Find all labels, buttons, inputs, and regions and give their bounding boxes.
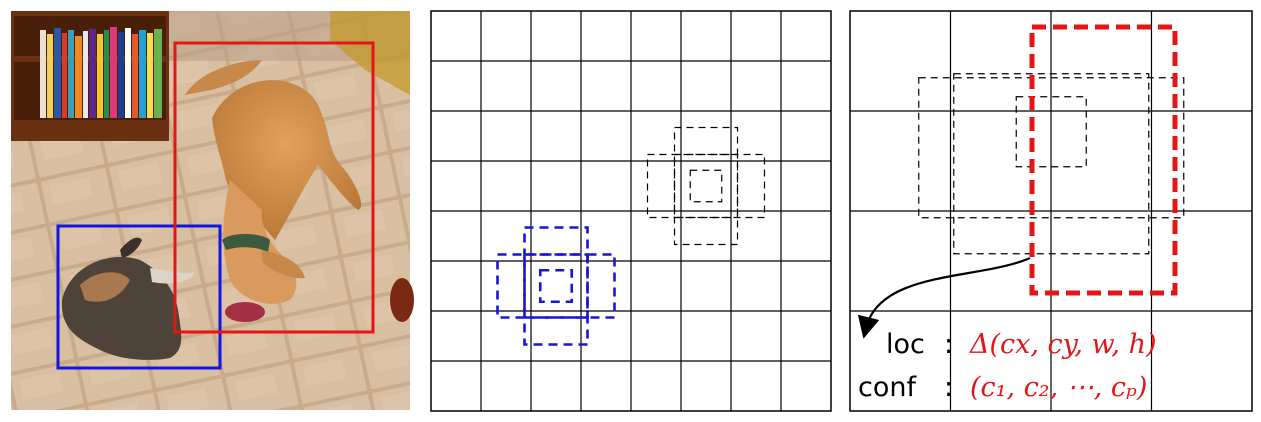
loc-label: loc (886, 329, 925, 360)
feature-map-4x4: loc : Δ(cx, cy, w, h) conf : (c₁, c₂, ⋯,… (849, 10, 1253, 412)
default-box-wide (918, 77, 1185, 219)
bookshelf (11, 11, 169, 141)
default-box-red-matched (1029, 24, 1178, 296)
grid-4x4-border (849, 10, 1253, 412)
grid-8x8-lines (431, 11, 831, 411)
photo-panel (11, 11, 414, 410)
default-box-small (1015, 96, 1087, 168)
default-box-tall (523, 226, 589, 346)
default-box-tall (673, 126, 739, 246)
default-boxes-black (646, 126, 766, 246)
default-box-small (538, 268, 574, 304)
dog (185, 60, 362, 322)
default-box-wide (496, 253, 616, 319)
dog-bounding-box (173, 41, 375, 334)
loc-value: Δ(cx, cy, w, h) (969, 329, 1157, 360)
conf-separator: : (944, 372, 953, 403)
default-box-small (689, 169, 723, 203)
loc-separator: : (944, 329, 953, 360)
default-boxes-blue-matched (496, 226, 616, 346)
conf-annotation: conf : (c₁, c₂, ⋯, cₚ) (858, 372, 1147, 403)
default-box-large (523, 253, 589, 319)
default-box-wide (646, 153, 766, 219)
furniture-leg (390, 278, 414, 322)
conf-label: conf (858, 372, 917, 403)
default-box-large (673, 153, 739, 219)
feature-map-8x8 (430, 10, 832, 412)
prediction-arrow (857, 256, 1031, 339)
cat (61, 237, 195, 360)
default-box-large (953, 73, 1150, 255)
default-boxes-black-large (918, 73, 1185, 255)
grid-8x8-border (430, 10, 832, 412)
conf-value: (c₁, c₂, ⋯, cₚ) (970, 372, 1147, 403)
yellow-chair (330, 11, 410, 95)
cat-bounding-box (56, 224, 222, 370)
loc-annotation: loc : Δ(cx, cy, w, h) (886, 329, 1157, 360)
